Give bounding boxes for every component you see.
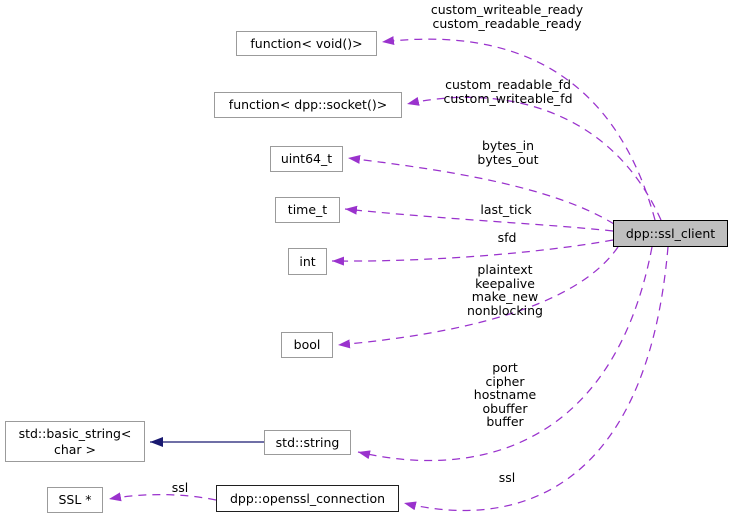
- node-ssl-pointer[interactable]: SSL *: [47, 487, 103, 513]
- edge-ssl-client-to-bool: [337, 246, 619, 349]
- edge-label-bool-members: plaintext keepalive make_new nonblocking: [467, 262, 543, 318]
- node-ssl-client-label: dpp::ssl_client: [625, 225, 716, 241]
- edge-label-ssl: ssl: [498, 470, 516, 485]
- node-uint64-t-label: uint64_t: [280, 151, 333, 166]
- node-time-t-label: time_t: [287, 202, 328, 217]
- node-std-string[interactable]: std::string: [264, 430, 351, 455]
- edge-ssl-client-to-function-void: [381, 36, 656, 221]
- node-std-basic-string-line2: char >: [53, 441, 97, 457]
- node-std-string-label: std::string: [275, 434, 340, 450]
- node-function-void-label: function< void()>: [250, 35, 363, 51]
- node-bool-label: bool: [293, 337, 321, 352]
- node-openssl-connection[interactable]: dpp::openssl_connection: [216, 485, 399, 512]
- node-std-basic-string-line1: std::basic_string<: [18, 425, 132, 441]
- edge-ssl-client-to-function-socket: [406, 96, 662, 221]
- node-ssl-pointer-label: SSL *: [58, 492, 92, 507]
- edge-label-custom-ready: custom_writeable_ready custom_readable_r…: [430, 2, 584, 31]
- edge-label-last-tick: last_tick: [480, 202, 532, 217]
- edge-openssl-connection-to-ssl-ptr: [108, 492, 217, 502]
- edge-ssl-client-to-uint64-t: [347, 154, 615, 225]
- node-uint64-t[interactable]: uint64_t: [270, 146, 343, 172]
- edge-label-ssl-pointer: ssl: [171, 480, 189, 495]
- node-function-void[interactable]: function< void()>: [236, 31, 377, 56]
- node-int[interactable]: int: [288, 248, 327, 275]
- edge-label-string-members: port cipher hostname obuffer buffer: [473, 360, 537, 429]
- node-bool[interactable]: bool: [281, 332, 333, 358]
- edge-label-sfd: sfd: [497, 230, 517, 245]
- node-time-t[interactable]: time_t: [275, 197, 340, 223]
- edge-ssl-client-to-std-string: [357, 246, 653, 462]
- node-function-socket-label: function< dpp::socket()>: [228, 97, 388, 112]
- edge-ssl-client-to-time-t: [344, 205, 614, 232]
- node-std-basic-string[interactable]: std::basic_string< char >: [5, 421, 145, 462]
- edge-label-custom-fd: custom_readable_fd custom_writeable_fd: [443, 77, 573, 106]
- node-int-label: int: [299, 253, 316, 269]
- edge-ssl-client-to-int: [331, 239, 614, 266]
- edge-label-bytes: bytes_in bytes_out: [477, 138, 539, 167]
- node-ssl-client-current[interactable]: dpp::ssl_client: [613, 220, 728, 247]
- node-openssl-connection-label: dpp::openssl_connection: [229, 490, 386, 506]
- node-function-socket[interactable]: function< dpp::socket()>: [214, 92, 402, 118]
